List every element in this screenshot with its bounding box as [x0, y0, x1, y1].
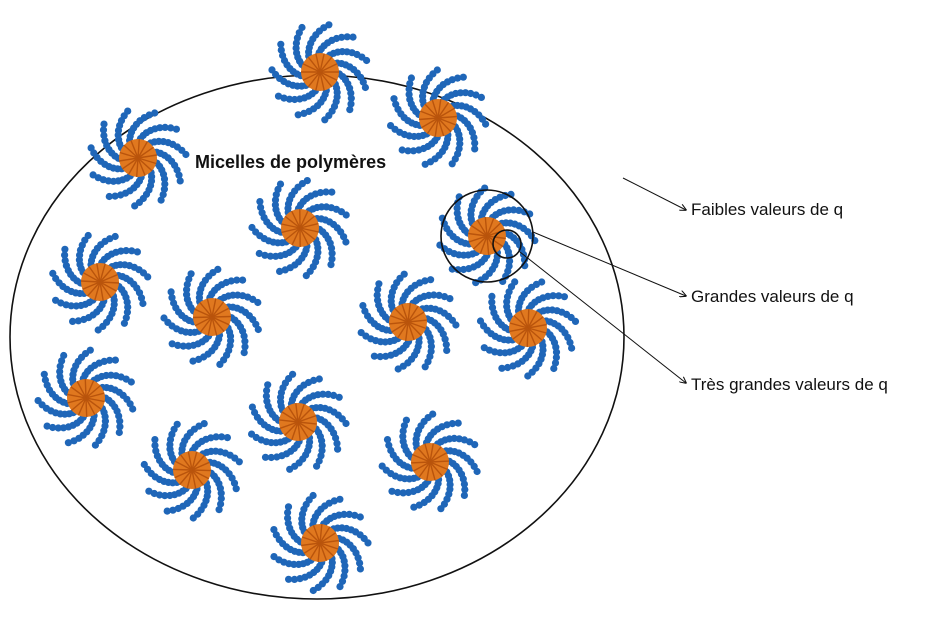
micelle [268, 21, 370, 123]
micelle [436, 185, 538, 287]
micelle [358, 271, 460, 373]
micelle [379, 411, 481, 513]
micelles-group [35, 21, 580, 594]
micelle [141, 420, 243, 522]
micelle [35, 347, 137, 449]
micelle [248, 177, 349, 279]
label-faibles-valeurs: Faibles valeurs de q [691, 200, 843, 220]
micelle [387, 66, 489, 167]
arrow-grandes [533, 232, 686, 296]
micelle [88, 108, 190, 210]
micelles-title: Micelles de polymères [195, 152, 386, 173]
label-tres-grandes-valeurs: Très grandes valeurs de q [691, 375, 888, 395]
micelle [49, 232, 151, 334]
label-grandes-valeurs: Grandes valeurs de q [691, 287, 854, 307]
micelle [248, 371, 350, 473]
arrow-faibles [623, 178, 686, 210]
micelle [477, 278, 579, 379]
micelle [160, 266, 262, 368]
arrow-tres-grandes [520, 252, 686, 383]
micelle [270, 492, 371, 594]
